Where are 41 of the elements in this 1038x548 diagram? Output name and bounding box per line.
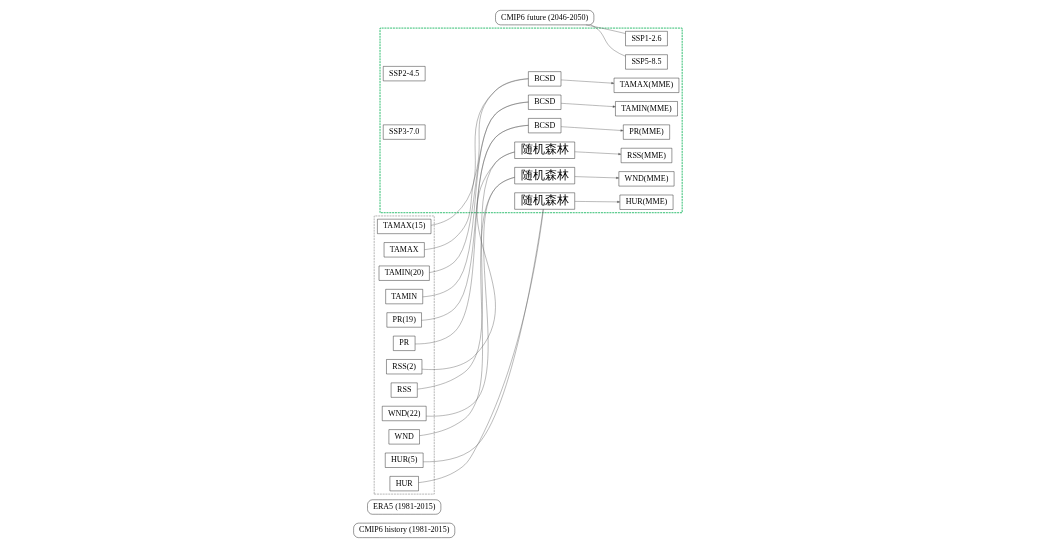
node-box: CMIP6 future (2046-2050) bbox=[494, 10, 594, 26]
arrow bbox=[574, 151, 621, 156]
node-box: RSS bbox=[390, 382, 417, 398]
node-box: ERA5 (1981-2015) bbox=[366, 499, 441, 515]
node-box: RSS(MME) bbox=[620, 148, 672, 163]
node-box: BCSD bbox=[527, 71, 561, 87]
node-box: PR(19) bbox=[386, 312, 422, 328]
node-box: SSP2-4.5 bbox=[382, 66, 425, 82]
arrow bbox=[574, 176, 619, 179]
connector bbox=[590, 24, 626, 57]
node-box: 随机森林 bbox=[513, 167, 575, 185]
connector bbox=[423, 78, 528, 250]
node-box: 随机森林 bbox=[513, 141, 575, 159]
connector bbox=[430, 78, 528, 226]
arrow bbox=[560, 126, 623, 132]
node-box: WND(MME) bbox=[618, 171, 674, 187]
connector bbox=[422, 101, 528, 298]
node-box: BCSD bbox=[527, 118, 561, 134]
node-box: WND(22) bbox=[381, 406, 426, 421]
arrow bbox=[560, 103, 616, 108]
node-box: BCSD bbox=[527, 94, 561, 110]
node-box: TAMAX bbox=[383, 242, 425, 258]
node-box: CMIP6 history (1981-2015) bbox=[352, 522, 455, 538]
arrow bbox=[574, 200, 620, 203]
node-box: TAMAX(15) bbox=[376, 218, 431, 234]
node-box: WND bbox=[388, 429, 420, 445]
arrow bbox=[560, 79, 614, 85]
node-box: TAMAX(MME) bbox=[613, 77, 679, 93]
connector bbox=[414, 125, 529, 345]
node-box: SSP1-2.6 bbox=[624, 31, 668, 47]
connector bbox=[585, 24, 626, 34]
node-box: 随机森林 bbox=[513, 192, 575, 210]
node-box: SSP3-7.0 bbox=[382, 124, 425, 140]
node-box: HUR bbox=[389, 476, 419, 492]
node-box: HUR(5) bbox=[384, 452, 423, 468]
node-box: PR bbox=[392, 335, 415, 351]
node-box: RSS(2) bbox=[385, 359, 422, 375]
node-box: HUR(MME) bbox=[619, 194, 673, 210]
node-box: TAMIN(20) bbox=[378, 265, 430, 281]
node-box: TAMIN bbox=[384, 289, 423, 305]
node-box: SSP5-8.5 bbox=[624, 54, 668, 70]
